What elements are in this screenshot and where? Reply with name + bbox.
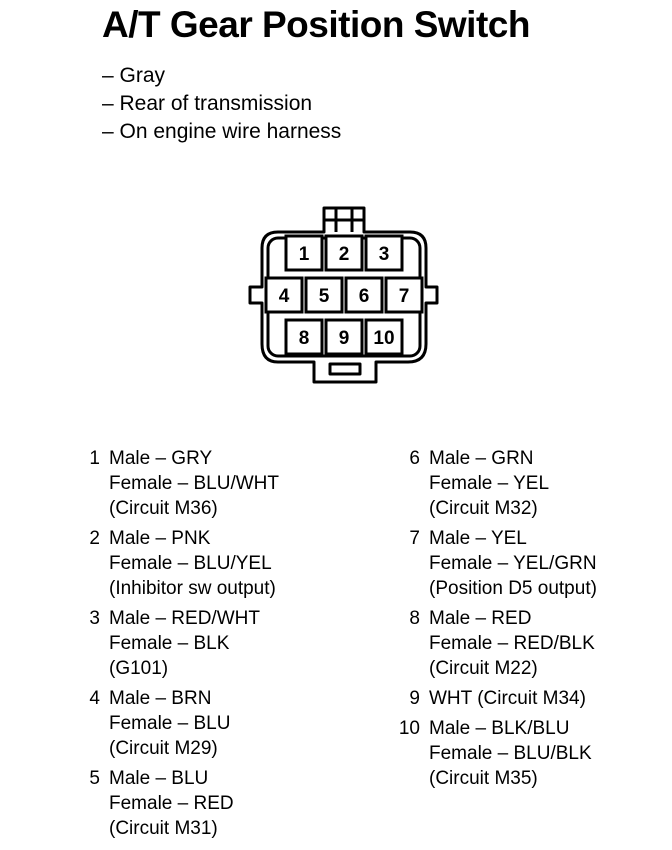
pin-male-color: Male – RED/WHT	[109, 608, 260, 629]
connector-diagram: 1 2 3 4 5 6 7 8 9 10	[248, 206, 439, 384]
pin-label-6: 6	[359, 286, 370, 307]
pin-entry-8: 8 Male – RED Female – RED/BLK (Circuit M…	[396, 606, 597, 681]
pin-entry-9: 9 WHT (Circuit M34)	[396, 686, 597, 711]
pin-female-color: Female – BLU/YEL	[109, 553, 272, 574]
pin-entry-5: 5 Male – BLU Female – RED (Circuit M31)	[76, 766, 279, 841]
pin-female-color: Female – BLU/WHT	[109, 473, 279, 494]
pin-male-color: Male – BRN	[109, 688, 212, 709]
pin-number: 10	[398, 718, 420, 739]
pin-label-8: 8	[299, 328, 310, 349]
pin-number: 3	[89, 608, 100, 629]
pin-circuit: (Position D5 output)	[429, 578, 597, 599]
pin-number: 2	[89, 528, 100, 549]
pin-label-3: 3	[379, 244, 390, 265]
pin-cavity-6	[344, 276, 384, 314]
pin-male-color: Male – GRY	[109, 448, 213, 469]
pin-entry-4: 4 Male – BRN Female – BLU (Circuit M29)	[76, 686, 279, 761]
pin-circuit: (Circuit M22)	[429, 658, 538, 679]
pin-male-color: Male – GRN	[429, 448, 534, 469]
pin-circuit: (Circuit M35)	[429, 768, 538, 789]
pin-male-color: Male – BLK/BLU	[429, 718, 570, 739]
pin-label-7: 7	[399, 286, 410, 307]
pin-cavity-1	[284, 234, 324, 272]
pin-label-2: 2	[339, 244, 350, 265]
pin-number: 1	[89, 448, 100, 469]
connector-housing	[248, 206, 439, 384]
pin-cavity-2	[324, 234, 364, 272]
note-harness: – On engine wire harness	[102, 120, 342, 143]
pin-entry-3: 3 Male – RED/WHT Female – BLK (G101)	[76, 606, 279, 681]
pin-circuit: (G101)	[109, 658, 169, 679]
pin-male-color: Male – YEL	[429, 528, 527, 549]
pin-cavity-4	[264, 276, 304, 314]
pin-label-5: 5	[319, 286, 330, 307]
pin-label-10: 10	[373, 328, 394, 349]
pin-cavity-7	[384, 276, 424, 314]
pin-circuit: (Circuit M32)	[429, 498, 538, 519]
pin-number: 6	[409, 448, 420, 469]
pin-cavity-5	[304, 276, 344, 314]
pin-circuit: (Circuit M36)	[109, 498, 218, 519]
pin-cavity-10	[364, 318, 404, 356]
pin-male-color: Male – RED	[429, 608, 532, 629]
pin-circuit: (Inhibitor sw output)	[109, 578, 276, 599]
pin-female-color: Female – BLU	[109, 713, 231, 734]
page-title: A/T Gear Position Switch	[102, 4, 530, 45]
pin-cavity-8	[284, 318, 324, 356]
pin-list-right: 6 Male – GRN Female – YEL (Circuit M32) …	[396, 446, 597, 796]
pin-circuit: (Circuit M29)	[109, 738, 218, 759]
pin-female-color: Female – RED/BLK	[429, 633, 595, 654]
pin-entry-2: 2 Male – PNK Female – BLU/YEL (Inhibitor…	[76, 526, 279, 601]
pin-number: 7	[409, 528, 420, 549]
pin-entry-1: 1 Male – GRY Female – BLU/WHT (Circuit M…	[76, 446, 279, 521]
note-color: – Gray	[102, 64, 166, 87]
pin-number: 5	[89, 768, 100, 789]
pin-number: 8	[409, 608, 420, 629]
pin-entry-6: 6 Male – GRN Female – YEL (Circuit M32)	[396, 446, 597, 521]
pin-female-color: Female – BLU/BLK	[429, 743, 592, 764]
pin-label-9: 9	[339, 328, 350, 349]
pin-label-1: 1	[299, 244, 310, 265]
pin-number: 9	[409, 688, 420, 709]
pin-male-color: Male – BLU	[109, 768, 209, 789]
pin-female-color: Female – RED	[109, 793, 234, 814]
pin-circuit: (Circuit M31)	[109, 818, 218, 839]
pin-cavity-3	[364, 234, 404, 272]
pin-male-color: Male – PNK	[109, 528, 211, 549]
pin-wire-color: WHT (Circuit M34)	[429, 688, 586, 709]
pin-female-color: Female – YEL	[429, 473, 550, 494]
pin-cavity-9	[324, 318, 364, 356]
pin-female-color: Female – BLK	[109, 633, 230, 654]
pin-entry-7: 7 Male – YEL Female – YEL/GRN (Position …	[396, 526, 597, 601]
pin-list-left: 1 Male – GRY Female – BLU/WHT (Circuit M…	[76, 446, 279, 846]
pin-label-4: 4	[279, 286, 290, 307]
note-location: – Rear of transmission	[102, 92, 313, 115]
connector-notes: – Gray – Rear of transmission – On engin…	[102, 62, 341, 146]
pin-entry-10: 10 Male – BLK/BLU Female – BLU/BLK (Circ…	[396, 716, 597, 791]
pin-number: 4	[89, 688, 100, 709]
pin-female-color: Female – YEL/GRN	[429, 553, 597, 574]
